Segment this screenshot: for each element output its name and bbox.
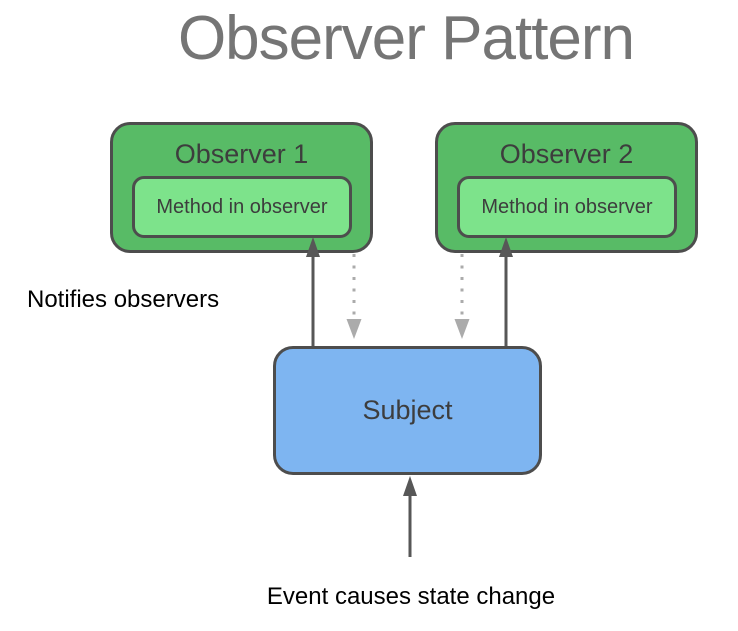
subject-label: Subject — [362, 395, 453, 425]
observer1-to-subject-dotted-arrow — [346, 254, 362, 339]
event-to-subject-arrow — [403, 476, 417, 557]
subject-node: Subject — [273, 346, 542, 475]
observer2-to-subject-dotted-arrow — [454, 254, 470, 339]
observer2-method-label: Method in observer — [481, 195, 653, 218]
subject-to-observer1-arrow — [306, 237, 320, 346]
event-causes-state-change-label: Event causes state change — [266, 583, 556, 610]
observer1-node: Observer 1 Method in observer — [110, 122, 373, 253]
observer1-label: Observer 1 — [174, 139, 309, 169]
observer2-node: Observer 2 Method in observer — [435, 122, 698, 253]
subject-to-observer2-arrow — [499, 237, 513, 346]
diagram-title: Observer Pattern — [177, 4, 635, 73]
notifies-observers-label: Notifies observers — [27, 286, 220, 313]
observer2-method-node: Method in observer — [457, 176, 677, 238]
observer2-label: Observer 2 — [499, 139, 634, 169]
observer1-method-node: Method in observer — [132, 176, 352, 238]
observer1-method-label: Method in observer — [156, 195, 328, 218]
